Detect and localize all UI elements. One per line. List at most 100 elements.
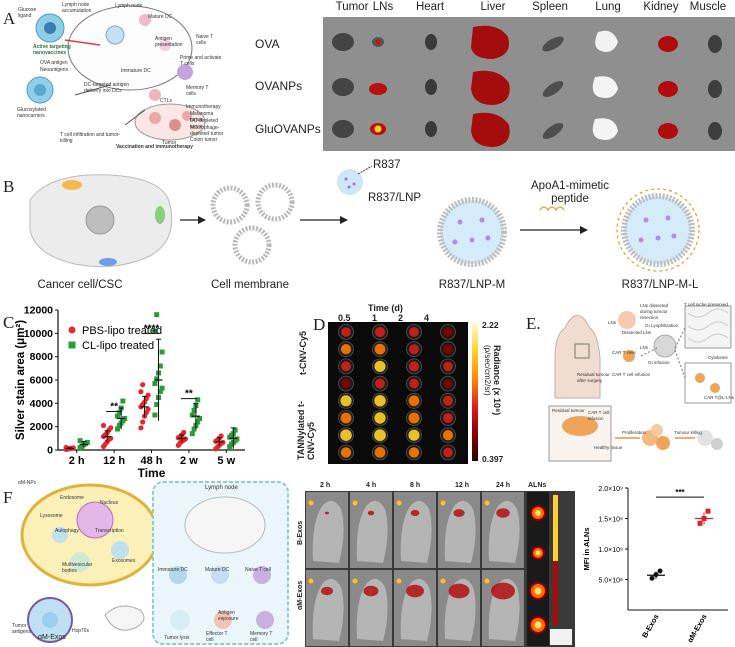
f-label-1: Endosome [60,495,84,501]
f-signal [484,500,490,506]
d-cbar-title: Radiance (x 10⁸) [492,345,502,416]
c-point [191,426,197,432]
d-signal [340,344,352,355]
f-sig-label: *** [675,488,685,497]
f-label-12: Immature DC [158,567,188,573]
f-time-3: 12 h [455,482,470,489]
f-row-b-exos: B-Exos [297,520,304,545]
d-signal [374,326,386,338]
panel-a-schematic [26,5,206,141]
c-y-tick-label: 2000 [30,421,54,433]
c-x-axis-label: Time [138,466,166,480]
f-aln-signal [535,510,541,516]
f-signal [308,500,314,506]
c-point [154,312,160,318]
c-y-tick-label: 4000 [30,398,54,410]
c-point [152,381,158,386]
d-time-1: 1 [372,313,378,323]
a-col-tumor: Tumor [335,1,369,13]
c-point [197,416,202,421]
d-signal [443,344,453,354]
f-signal [352,578,358,584]
c-point [140,419,146,425]
c-point [191,407,197,413]
c-point [138,389,144,395]
f-mouse-body [356,578,388,641]
b-label-peptide: ApoA1-mimetic peptide [531,180,609,205]
c-point [159,349,165,355]
d-signal [408,361,420,372]
d-signal [443,447,453,458]
panel-b-letter: B [3,177,15,196]
c-point [157,389,163,395]
f-mouse-body [400,500,432,563]
d-signal [409,327,419,337]
f-x-tick-label: αM-Exos [685,613,708,645]
a-col-kidney: Kidney [643,1,679,13]
d-signal [408,447,420,458]
panel-b-schematic [29,165,700,272]
e-label-15: Proliferation [622,430,647,435]
e-label-8: GI infusion [648,360,670,365]
f-mouse-body [444,500,476,563]
a-label-macrophage: Macrophage-depleted tumor [190,125,224,137]
d-signal [408,429,420,441]
f-y-tick-label: 2.0×10⁹ [598,486,623,493]
c-point [195,419,201,425]
d-time-0: 0.5 [338,313,351,323]
d-cbar-max: 2.22 [482,320,499,330]
a-col-spleen: Spleen [532,1,568,13]
f-time-1: 4 h [366,482,377,489]
d-signal [443,413,453,423]
c-point [116,410,122,416]
a-label-prime: Prime and activate T cells [180,55,222,67]
c-point [189,412,195,418]
f-point [705,508,711,514]
c-point [108,425,114,431]
e-label-11: CAR T@L-LNs [704,395,734,400]
e-label-13: CAR T cell infusion [588,410,610,421]
d-signal [408,395,420,407]
f-label-17: Antigen exposure [218,610,239,622]
f-point [657,568,663,574]
f-signal [440,500,446,506]
panel-d-image [328,322,468,464]
d-time-3: 4 [424,313,430,323]
f-signal [367,510,375,516]
e-label-6: CAR T cell infusion [612,372,651,377]
e-label-2: Dissected LNs [622,330,652,335]
f-signal [363,585,379,597]
panel-c-letter: C [3,313,15,332]
c-point [120,398,126,404]
b-label-membrane: Cell membrane [211,279,289,291]
a-label-mature-dc: Mature DC [148,14,173,20]
c-x-tick-label: 5 w [217,455,235,467]
panel-f-schematic [20,481,289,645]
a-label-dc-targeted: DC-targeted antigen delivery into DCs [84,82,130,94]
f-signal [352,500,358,506]
f-point [649,575,655,581]
c-sig-label: ** [185,389,193,400]
d-signal [443,395,453,406]
c-point [154,402,160,407]
a-col-muscle: Muscle [689,1,727,13]
b-label-cancer: Cancer cell/CSC [37,279,123,291]
f-point [697,520,703,526]
c-point [145,392,151,398]
c-y-tick-label: 12000 [24,305,53,317]
f-signal [325,511,329,515]
f-label-3: Nucleus [100,500,119,506]
f-row-am-exos: αM-Exos [297,580,304,610]
c-x-tick-label: 2 w [180,455,198,467]
f-mouse-body [356,500,388,563]
a-row-ova: OVA [255,37,280,51]
f-time-0: 2 h [320,482,331,489]
f-colorbar-low [553,561,558,625]
f-label-0: αM-NPs [18,480,37,486]
c-x-tick-label: 48 h [140,455,162,467]
a-label-ova: OVA antigen [40,60,68,66]
d-time-title: Time (d) [368,303,403,313]
f-y-tick-label: 1.5×10⁹ [598,517,623,524]
